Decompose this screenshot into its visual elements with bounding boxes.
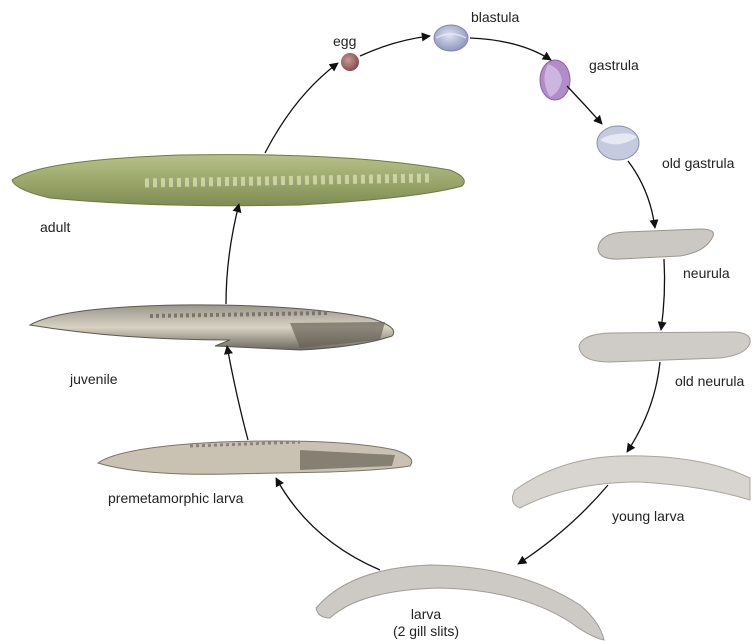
label-young-larva: young larva [612, 508, 684, 525]
arrow-neurula-old-neurula [661, 259, 665, 330]
egg-image [341, 53, 359, 71]
label-premetamorphic-larva: premetamorphic larva [108, 490, 243, 507]
adult-image [12, 155, 464, 206]
label-larva-main: larva [381, 606, 471, 623]
old-gastrula-image [597, 126, 639, 160]
label-neurula: neurula [683, 265, 730, 282]
gastrula-image [540, 60, 570, 100]
arrow-larva-premetamorphic [276, 478, 380, 570]
arrow-gastrula-old-gastrula [567, 86, 602, 124]
arrow-blastula-gastrula [470, 38, 551, 60]
arrow-adult-egg [265, 63, 338, 153]
label-egg: egg [333, 33, 356, 50]
label-blastula: blastula [471, 9, 519, 26]
premetamorphic-larva-image [98, 441, 412, 474]
label-old-neurula: old neurula [675, 373, 744, 390]
blastula-image [434, 25, 468, 51]
arrow-juvenile-adult [226, 204, 239, 304]
arrow-egg-blastula [360, 36, 430, 56]
arrow-old-gastrula-neurula [628, 161, 655, 228]
arrow-premetamorphic-juvenile [227, 346, 248, 440]
label-larva: larva (2 gill slits) [381, 606, 471, 640]
label-juvenile: juvenile [70, 371, 117, 388]
arrow-old-neurula-young-larva [627, 362, 660, 452]
young-larva-image [512, 456, 750, 508]
neurula-image [598, 229, 714, 259]
label-gastrula: gastrula [589, 57, 639, 74]
old-neurula-image [579, 332, 750, 362]
label-larva-sub: (2 gill slits) [381, 623, 471, 640]
juvenile-image [30, 305, 394, 350]
label-adult: adult [40, 219, 70, 236]
label-old-gastrula: old gastrula [662, 155, 734, 172]
